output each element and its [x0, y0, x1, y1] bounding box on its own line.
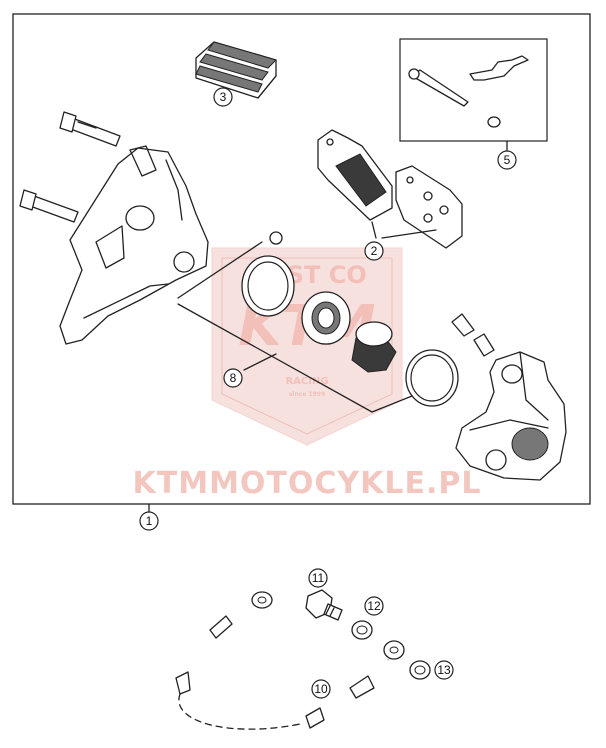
- watermark-badge-sub2: since 1999: [289, 391, 325, 398]
- callout-10: 10: [311, 679, 331, 699]
- callout-12-label: 12: [367, 599, 381, 613]
- callout-12: 12: [364, 596, 384, 616]
- callout-2: 2: [364, 241, 384, 261]
- washer-part-13: [409, 660, 431, 680]
- brake-pads-part-2: [317, 129, 463, 249]
- mounting-bolts: [19, 111, 121, 223]
- piston-seal-set-part-8: [177, 231, 459, 413]
- banjo-bolt-part-11: [305, 589, 343, 621]
- callout-8: 8: [223, 368, 243, 388]
- pad-spring-part-3: [195, 41, 277, 99]
- caliper-body: [455, 351, 567, 481]
- brake-line-part-10: [175, 591, 405, 730]
- caliper-carrier-bracket: [59, 145, 209, 345]
- callout-8-label: 8: [230, 371, 237, 385]
- watermark-badge-sub: RACING: [285, 376, 328, 387]
- callout-5: 5: [497, 150, 517, 170]
- callout-13-label: 13: [437, 663, 451, 677]
- callout-5-label: 5: [504, 153, 511, 167]
- assembly-frame: [12, 13, 591, 505]
- watermark-site: KTMMOTOCYKLE.PL: [133, 466, 482, 501]
- washer-part-12: [351, 620, 373, 640]
- pad-pin-set-part-5: [408, 55, 529, 128]
- callout-1: 1: [139, 511, 159, 531]
- callout-13: 13: [434, 660, 454, 680]
- callout-2-label: 2: [371, 244, 378, 258]
- callout-11: 11: [308, 568, 328, 588]
- bleeder-valve: [451, 313, 495, 357]
- inset-frame-pad-pin: [399, 38, 548, 142]
- callout-3-label: 3: [220, 90, 227, 104]
- callout-1-label: 1: [146, 514, 153, 528]
- callout-3: 3: [213, 87, 233, 107]
- callout-10-label: 10: [314, 682, 328, 696]
- callout-11-label: 11: [312, 571, 325, 585]
